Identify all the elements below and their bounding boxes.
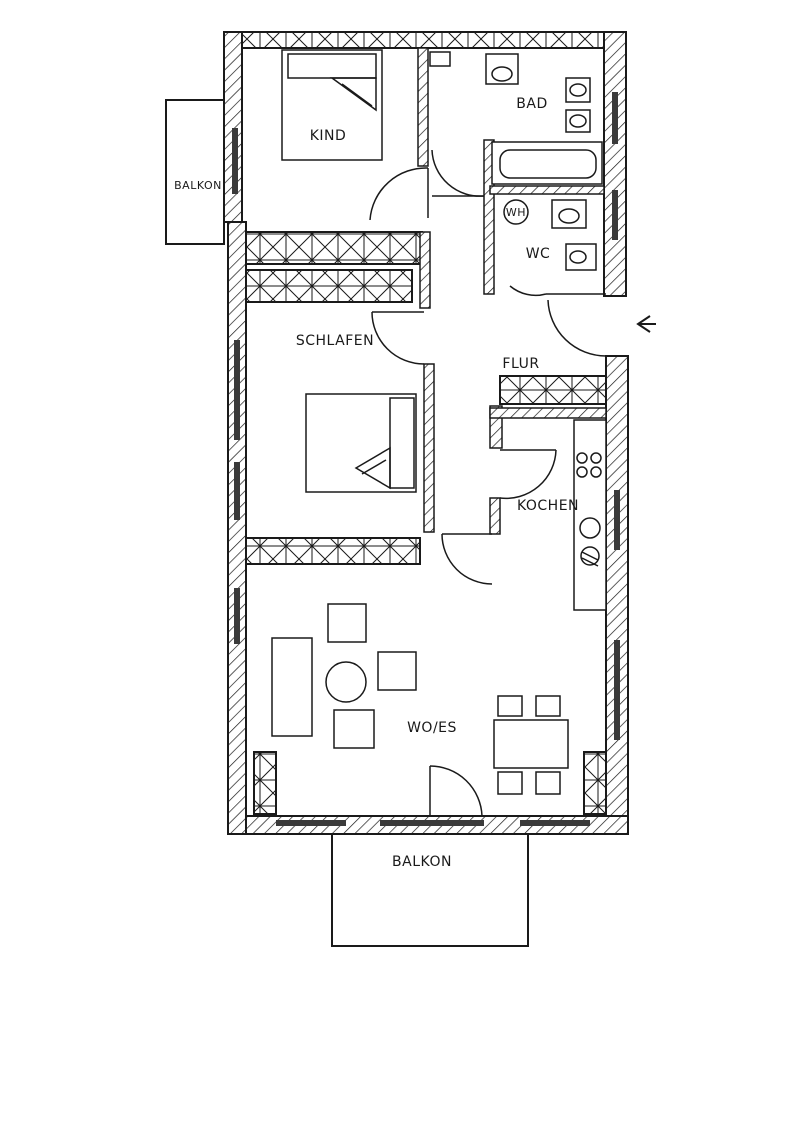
balcony-bottom-label: BALKON [392,854,452,870]
dining-set [493,695,569,795]
schlafen-bed [305,393,417,493]
doors [369,149,607,817]
room-label-kind: KIND [310,128,347,144]
kind-bed [281,49,383,161]
balcony-side [165,99,225,245]
balcony-bottom [331,833,529,947]
room-label-wc: WC [526,246,551,262]
entrance-arrow-icon [636,315,656,333]
room-label-schlafen: SCHLAFEN [296,333,374,349]
wc-fixtures: WH [503,199,597,271]
interior-walls [245,47,607,815]
balcony-side-label: BALKON [174,179,222,192]
room-label-flur: FLUR [502,356,539,372]
room-label-kochen: KOCHEN [517,498,579,514]
living-furniture [271,603,417,749]
room-label-bad: BAD [516,96,547,112]
bad-fixtures [429,51,603,185]
water-heater-label: WH [506,206,526,219]
kitchen-counter [573,419,607,611]
room-label-wohnen-essen: WO/ES [407,720,457,736]
windows [232,92,620,826]
